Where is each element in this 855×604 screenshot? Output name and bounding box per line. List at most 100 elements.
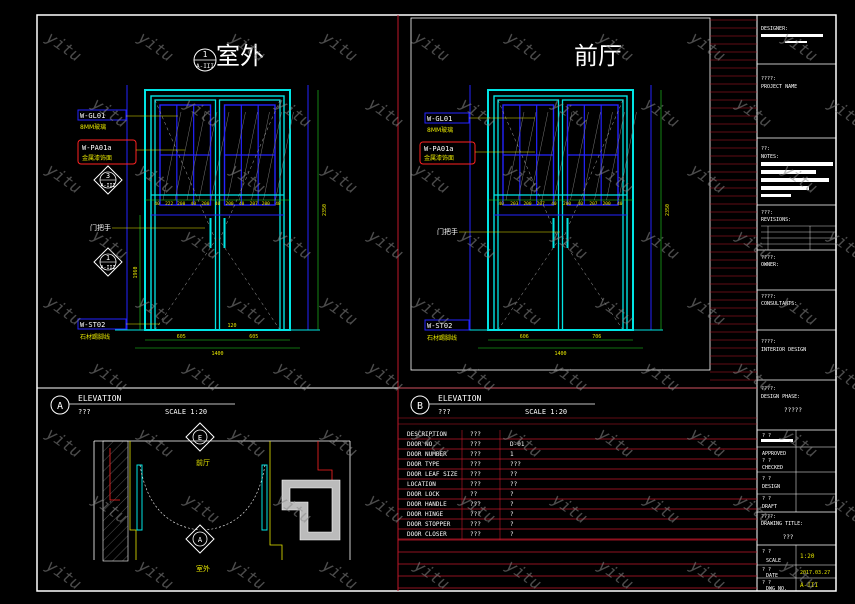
glass-hatch bbox=[239, 111, 258, 201]
watermark-text: yitu bbox=[318, 159, 361, 197]
glass-hatch bbox=[251, 111, 270, 201]
door-frame-inner bbox=[150, 95, 285, 331]
glass-hatch bbox=[162, 111, 182, 201]
schedule-row-detail: ? bbox=[510, 491, 514, 498]
schedule-row-detail: ?? bbox=[510, 471, 518, 478]
swing-line bbox=[154, 99, 216, 331]
svg-text:ELEVATION: ELEVATION bbox=[78, 394, 122, 403]
swing-line bbox=[219, 99, 281, 331]
tb-approved: APPROVED bbox=[762, 451, 786, 457]
watermark-text: yitu bbox=[364, 225, 407, 263]
dim-height: 2350 bbox=[665, 204, 671, 216]
watermark-text: yitu bbox=[272, 93, 315, 131]
tb-date-value: 2017.03.27 bbox=[800, 570, 830, 576]
mullion-dim-label: 200 bbox=[226, 201, 234, 207]
glass-hatch bbox=[186, 111, 206, 201]
schedule-row-label: DOOR LOCK bbox=[407, 491, 440, 498]
glass-hatch bbox=[570, 111, 589, 201]
glass-hatch bbox=[594, 111, 613, 201]
watermark-text: yitu bbox=[42, 555, 85, 593]
tag-b-paint-code: W-PA01a bbox=[424, 145, 454, 153]
watermark-text: yitu bbox=[134, 423, 177, 461]
watermark-text: yitu bbox=[594, 159, 637, 197]
glass-hatch bbox=[606, 111, 625, 201]
schedule-row-value: ??? bbox=[470, 481, 481, 488]
watermark-text: yitu bbox=[732, 93, 775, 131]
schedule-row-detail: ??? bbox=[510, 461, 521, 468]
watermark-text: yitu bbox=[42, 423, 85, 461]
tb-design: DESIGN bbox=[762, 484, 780, 490]
watermark-text: yitu bbox=[318, 27, 361, 65]
title-block: DESIGNER: ????: PROJECT NAME ??: NOTES: … bbox=[757, 26, 836, 592]
watermark-text: yitu bbox=[410, 27, 453, 65]
watermark-text: yitu bbox=[502, 423, 545, 461]
tag-a-stone-code: W-ST02 bbox=[80, 321, 105, 329]
tb-checked-code: ? ? bbox=[762, 458, 771, 464]
tb-title-value: ??? bbox=[783, 534, 794, 541]
schedule-row-detail: ? bbox=[510, 511, 514, 518]
glass-hatch bbox=[275, 111, 294, 201]
view-title-a: A ELEVATION ??? SCALE 1:20 bbox=[50, 394, 235, 416]
watermark-text: yitu bbox=[364, 357, 407, 395]
tb-draft-code: ? ? bbox=[762, 496, 771, 502]
dim-total-width: 1400 bbox=[554, 351, 566, 357]
svg-text:B: B bbox=[417, 401, 423, 412]
tb-phase: DESIGN PHASE: bbox=[761, 394, 800, 400]
tag-a-handle: 门把手 bbox=[90, 223, 111, 232]
watermark-text: yitu bbox=[134, 27, 177, 65]
mullion-dim-label: 40 bbox=[239, 201, 245, 207]
schedule-row-detail: ? bbox=[510, 501, 514, 508]
schedule-row-label: DOOR HANDLE bbox=[407, 501, 447, 508]
watermark-text: yitu bbox=[502, 27, 545, 65]
mullion-dim-label: 207 bbox=[589, 201, 597, 207]
tag-b-stone-desc: 石材踢脚线 bbox=[427, 334, 457, 342]
door-handle bbox=[209, 218, 212, 248]
mullion-dim-label: 200 bbox=[563, 201, 571, 207]
plan-marker-bottom: A bbox=[185, 524, 215, 554]
watermark-text: yitu bbox=[824, 357, 855, 395]
schedule-row-detail: ? bbox=[510, 531, 514, 538]
watermark-text: yitu bbox=[686, 423, 729, 461]
view-title-b: B ELEVATION ??? SCALE 1:20 bbox=[410, 394, 595, 416]
tag-b-stone-code: W-ST02 bbox=[427, 322, 452, 330]
tag-b-glass-code: W-GL01 bbox=[427, 115, 452, 123]
plan-label-bottom: 室外 bbox=[196, 564, 210, 573]
elevation-a-heading: 室外 bbox=[216, 42, 264, 70]
glass-hatch bbox=[505, 111, 525, 201]
watermark-text: yitu bbox=[686, 291, 729, 329]
watermark-text: yitu bbox=[318, 423, 361, 461]
glass-hatch bbox=[198, 111, 218, 201]
watermark-text: yitu bbox=[594, 423, 637, 461]
watermark-text: yitu bbox=[640, 93, 683, 131]
watermark-text: yitu bbox=[364, 489, 407, 527]
tb-project-code: ????: bbox=[761, 76, 776, 82]
door-frame-outer bbox=[487, 89, 634, 331]
glass-hatch bbox=[529, 111, 549, 201]
section-marker-top: 1 A-III bbox=[193, 48, 217, 72]
watermark-text: yitu bbox=[134, 555, 177, 593]
watermark-text: yitu bbox=[456, 93, 499, 131]
schedule-row-value: ??? bbox=[470, 471, 481, 478]
watermark-text: yitu bbox=[180, 489, 223, 527]
schedule-row-label: DOOR NUMBER bbox=[407, 451, 447, 458]
elevation-b-frame bbox=[410, 17, 711, 371]
watermark-text: yitu bbox=[180, 357, 223, 395]
schedule-row-value: ??? bbox=[470, 461, 481, 468]
tb-dwgno-code: ? ? bbox=[762, 580, 771, 586]
mullion-dim-label: 207 bbox=[537, 201, 545, 207]
watermark-text: yitu bbox=[548, 357, 591, 395]
watermark-text: yitu bbox=[824, 93, 855, 131]
dim-gap: 120 bbox=[228, 323, 237, 329]
schedule-row-label: DOOR TYPE bbox=[407, 461, 440, 468]
schedule-row-detail: ?? bbox=[510, 481, 518, 488]
swing-line bbox=[497, 99, 559, 331]
tb-phase-code: ????: bbox=[761, 386, 776, 392]
tb-notes-code: ??: bbox=[761, 146, 770, 152]
glass-hatch bbox=[541, 111, 561, 201]
mullion-dim-label: 40 bbox=[215, 201, 221, 207]
tb-date: DATE bbox=[766, 573, 778, 579]
